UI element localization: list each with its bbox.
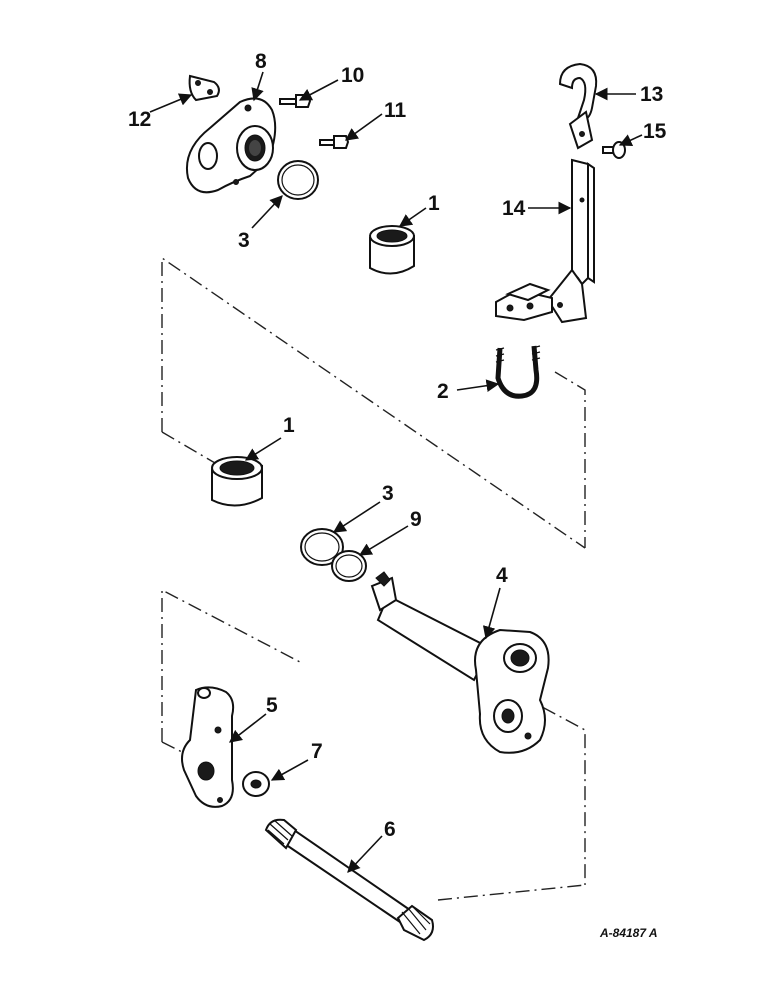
part-4-shaft (370, 571, 550, 754)
callout-9: 9 (410, 508, 422, 531)
part-14-bracket (495, 158, 595, 324)
callout-7: 7 (311, 740, 323, 763)
drawing-code: A-84187 A (599, 926, 658, 940)
callout-3-lower: 3 (382, 482, 394, 505)
callout-4: 4 (496, 564, 508, 587)
callout-13: 13 (640, 83, 663, 106)
part-1-bushing-top (369, 225, 415, 275)
callout-3-top: 3 (238, 229, 250, 252)
part-8-arm (186, 97, 277, 194)
part-3-ring-lower (300, 528, 344, 566)
callout-14: 14 (502, 197, 526, 220)
part-13-hook (558, 62, 598, 150)
callout-1-top: 1 (428, 192, 440, 215)
part-3-ring-lower-inner (304, 532, 340, 562)
callout-8: 8 (255, 50, 267, 73)
part-3-ring-top (277, 160, 319, 200)
callout-5: 5 (266, 694, 278, 717)
part-6-shaft (264, 818, 434, 942)
callout-labels: 12 8 10 11 3 1 13 15 14 2 1 3 9 4 5 7 6 (128, 50, 667, 841)
callout-12: 12 (128, 108, 151, 131)
part-9-ring-inner (335, 554, 363, 578)
part-12-plate (188, 74, 220, 102)
callout-10: 10 (341, 64, 364, 87)
callout-15: 15 (643, 120, 667, 143)
callout-2: 2 (437, 380, 449, 403)
leader-lines (149, 71, 643, 873)
part-9-ring (331, 550, 367, 582)
callout-6: 6 (384, 818, 396, 841)
part-1-bushing-lower (211, 456, 263, 507)
part-3-ring-top-inner (281, 164, 315, 196)
part-7-washer (242, 771, 270, 797)
part-5-arm (181, 686, 235, 808)
callout-11: 11 (384, 99, 407, 122)
callout-1-lower: 1 (283, 414, 295, 437)
part-11-bolt (319, 135, 350, 149)
part-2-u-bolt (495, 345, 541, 399)
